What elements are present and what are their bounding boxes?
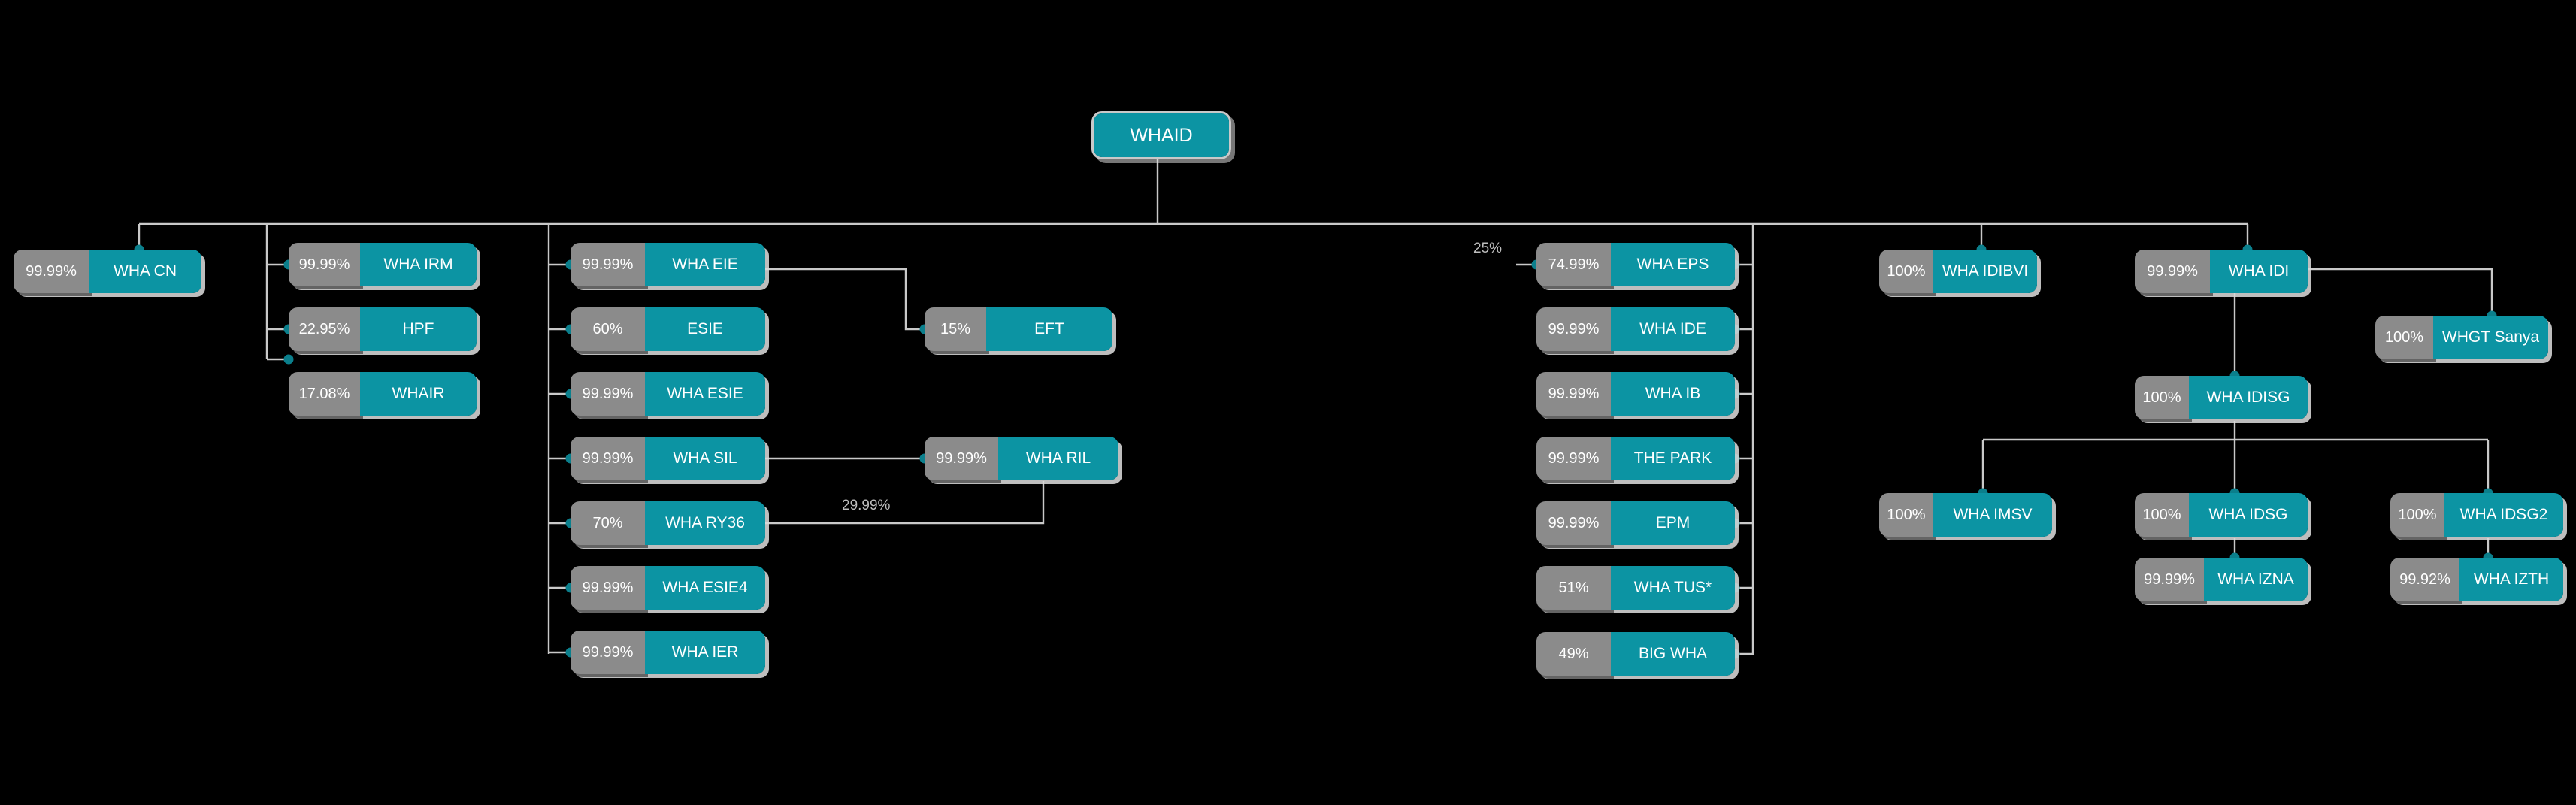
node-percent: 74.99% xyxy=(1536,243,1611,286)
node-label: WHA IDI xyxy=(2210,250,2308,293)
node-label: WHA IDISG xyxy=(2189,376,2308,419)
node-percent: 100% xyxy=(2135,376,2189,419)
node-percent: 99.99% xyxy=(571,566,645,610)
node-whgt-sanya[interactable]: 100% WHGT Sanya xyxy=(2375,316,2548,359)
node-whair[interactable]: 17.08% WHAIR xyxy=(289,372,477,416)
node-big-wha[interactable]: 49% BIG WHA xyxy=(1536,632,1735,676)
node-percent: 99.99% xyxy=(1536,372,1611,416)
node-wha-ril[interactable]: 99.99% WHA RIL xyxy=(925,437,1118,480)
node-wha-izth[interactable]: 99.92% WHA IZTH xyxy=(2390,558,2563,601)
node-percent: 70% xyxy=(571,501,645,545)
node-percent: 100% xyxy=(1879,250,1933,293)
node-percent: 100% xyxy=(2135,493,2189,537)
node-eft[interactable]: 15% EFT xyxy=(925,307,1112,351)
node-wha-esie4[interactable]: 99.99% WHA ESIE4 xyxy=(571,566,765,610)
node-wha-idi[interactable]: 99.99% WHA IDI xyxy=(2135,250,2308,293)
node-label: WHA ESIE4 xyxy=(645,566,765,610)
node-percent: 22.95% xyxy=(289,307,360,351)
node-label: EFT xyxy=(986,307,1112,351)
node-percent: 99.92% xyxy=(2390,558,2459,601)
node-percent: 99.99% xyxy=(2135,250,2210,293)
node-wha-idisg[interactable]: 100% WHA IDISG xyxy=(2135,376,2308,419)
node-label: WHA IB xyxy=(1611,372,1735,416)
node-wha-idsg2[interactable]: 100% WHA IDSG2 xyxy=(2390,493,2563,537)
node-label: WHA IZNA xyxy=(2204,558,2308,601)
edge-label-eps: 25% xyxy=(1473,241,1503,256)
node-percent: 100% xyxy=(2375,316,2433,359)
node-percent: 99.99% xyxy=(289,243,360,286)
node-wha-ib[interactable]: 99.99% WHA IB xyxy=(1536,372,1735,416)
edge-label-ry36: 29.99% xyxy=(842,498,891,513)
node-label: WHGT Sanya xyxy=(2433,316,2548,359)
node-percent: 99.99% xyxy=(571,243,645,286)
node-wha-sil[interactable]: 99.99% WHA SIL xyxy=(571,437,765,480)
node-wha-ry36[interactable]: 70% WHA RY36 xyxy=(571,501,765,545)
node-label: WHA IDE xyxy=(1611,307,1735,351)
node-epm[interactable]: 99.99% EPM xyxy=(1536,501,1735,545)
node-esie[interactable]: 60% ESIE xyxy=(571,307,765,351)
node-the-park[interactable]: 99.99% THE PARK xyxy=(1536,437,1735,480)
node-wha-idsg[interactable]: 100% WHA IDSG xyxy=(2135,493,2308,537)
node-percent: 99.99% xyxy=(1536,501,1611,545)
node-percent: 99.99% xyxy=(571,437,645,480)
node-wha-tus[interactable]: 51% WHA TUS* xyxy=(1536,566,1735,610)
node-label: THE PARK xyxy=(1611,437,1735,480)
node-percent: 99.99% xyxy=(2135,558,2204,601)
node-percent: 99.99% xyxy=(1536,437,1611,480)
node-label: WHA CN xyxy=(89,250,201,293)
node-percent: 100% xyxy=(2390,493,2444,537)
node-label: WHA EPS xyxy=(1611,243,1735,286)
node-wha-cn[interactable]: 99.99% WHA CN xyxy=(14,250,201,293)
node-label: WHA IZTH xyxy=(2459,558,2563,601)
node-label: WHA IER xyxy=(645,631,765,674)
node-label: WHA IDSG2 xyxy=(2444,493,2563,537)
node-label: WHA SIL xyxy=(645,437,765,480)
node-percent: 99.99% xyxy=(925,437,998,480)
node-percent: 100% xyxy=(1879,493,1933,537)
node-wha-idibvi[interactable]: 100% WHA IDIBVI xyxy=(1879,250,2037,293)
node-label: WHAIR xyxy=(360,372,477,416)
node-label: WHA IMSV xyxy=(1933,493,2052,537)
node-label: BIG WHA xyxy=(1611,632,1735,676)
node-wha-irm[interactable]: 99.99% WHA IRM xyxy=(289,243,477,286)
node-label: WHA EIE xyxy=(645,243,765,286)
node-label: EPM xyxy=(1611,501,1735,545)
node-percent: 49% xyxy=(1536,632,1611,676)
node-wha-imsv[interactable]: 100% WHA IMSV xyxy=(1879,493,2052,537)
node-wha-ier[interactable]: 99.99% WHA IER xyxy=(571,631,765,674)
node-wha-ide[interactable]: 99.99% WHA IDE xyxy=(1536,307,1735,351)
node-percent: 15% xyxy=(925,307,986,351)
node-label: WHA IDSG xyxy=(2189,493,2308,537)
node-wha-eie[interactable]: 99.99% WHA EIE xyxy=(571,243,765,286)
node-percent: 99.99% xyxy=(14,250,89,293)
node-label: HPF xyxy=(360,307,477,351)
node-label: WHAID xyxy=(1094,113,1229,157)
node-label: WHA IRM xyxy=(360,243,477,286)
node-wha-eps[interactable]: 74.99% WHA EPS xyxy=(1536,243,1735,286)
node-label: WHA RIL xyxy=(998,437,1118,480)
node-label: ESIE xyxy=(645,307,765,351)
node-percent: 99.99% xyxy=(571,372,645,416)
node-percent: 60% xyxy=(571,307,645,351)
node-percent: 99.99% xyxy=(571,631,645,674)
node-percent: 51% xyxy=(1536,566,1611,610)
node-label: WHA ESIE xyxy=(645,372,765,416)
node-label: WHA IDIBVI xyxy=(1933,250,2037,293)
node-percent: 99.99% xyxy=(1536,307,1611,351)
node-whaid[interactable]: WHAID xyxy=(1091,111,1231,159)
node-wha-izna[interactable]: 99.99% WHA IZNA xyxy=(2135,558,2308,601)
node-hpf[interactable]: 22.95% HPF xyxy=(289,307,477,351)
node-wha-esie[interactable]: 99.99% WHA ESIE xyxy=(571,372,765,416)
node-label: WHA RY36 xyxy=(645,501,765,545)
node-percent: 17.08% xyxy=(289,372,360,416)
node-label: WHA TUS* xyxy=(1611,566,1735,610)
